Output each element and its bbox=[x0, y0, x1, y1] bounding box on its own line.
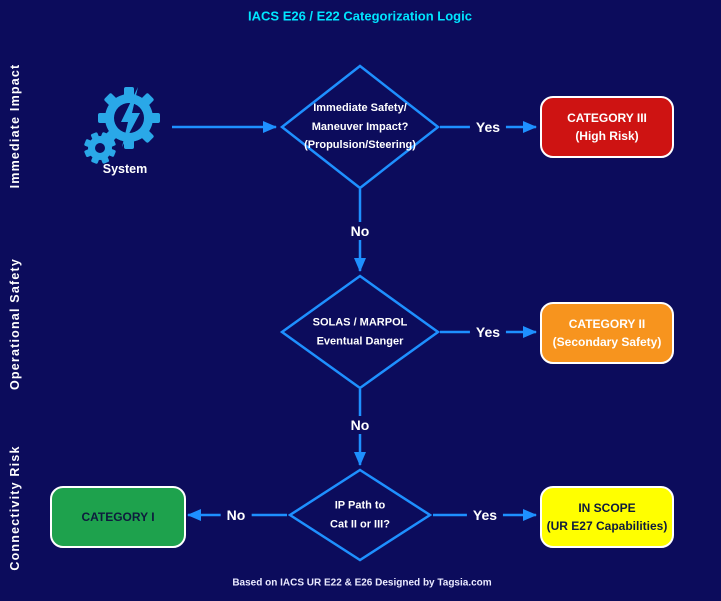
edge-label-no-1: No bbox=[344, 222, 376, 240]
footer-credit: Based on IACS UR E22 & E26 Designed by T… bbox=[232, 577, 492, 589]
edge-label-yes-2: Yes bbox=[469, 323, 507, 341]
edge-label-no-3: No bbox=[220, 506, 252, 524]
edge-label-yes-3: Yes bbox=[466, 506, 504, 524]
outcome-box-category-3: CATEGORY III (High Risk) bbox=[540, 96, 674, 158]
edge-label-yes-1: Yes bbox=[469, 118, 507, 136]
edge-label-no-2: No bbox=[344, 416, 376, 434]
outcome-box-in-scope: IN SCOPE (UR E27 Capabilities) bbox=[540, 486, 674, 548]
gear-lightning-icon bbox=[84, 87, 160, 164]
decision-text-immediate-safety: Immediate Safety/ Maneuver Impact? (Prop… bbox=[304, 101, 416, 152]
page-title: IACS E26 / E22 Categorization Logic bbox=[248, 8, 472, 24]
decision-diamond-ip-path bbox=[287, 468, 433, 562]
decision-diamond-immediate-safety bbox=[279, 64, 441, 190]
band-label-immediate-impact: Immediate Impact bbox=[8, 63, 22, 189]
band-label-connectivity-risk: Connectivity Risk bbox=[8, 445, 22, 571]
decision-text-solas-marpol: SOLAS / MARPOL Eventual Danger bbox=[312, 316, 408, 347]
system-node-label: System bbox=[102, 162, 148, 176]
decision-text-ip-path: IP Path to Cat II or III? bbox=[330, 499, 390, 530]
decision-diamond-solas-marpol bbox=[279, 274, 441, 390]
outcome-box-category-2: CATEGORY II (Secondary Safety) bbox=[540, 302, 674, 364]
lightning-bolt-icon bbox=[121, 87, 140, 147]
band-label-operational-safety: Operational Safety bbox=[8, 257, 22, 391]
outcome-box-category-1: CATEGORY I bbox=[50, 486, 186, 548]
